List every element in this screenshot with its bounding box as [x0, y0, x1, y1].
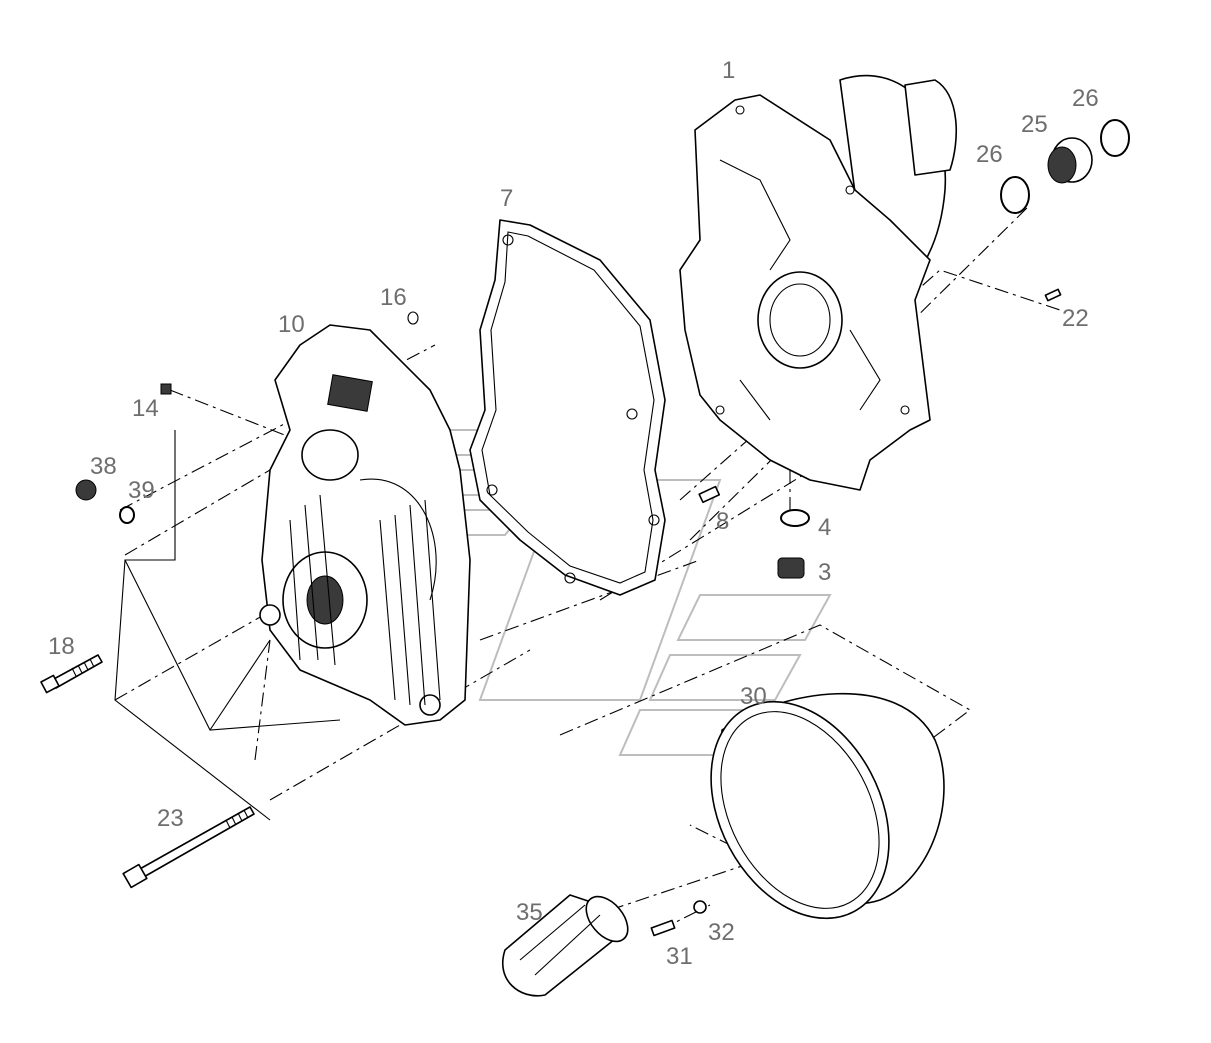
small-hardware — [40, 119, 1130, 937]
part-7-gasket — [469, 219, 666, 596]
part-1-housing — [679, 74, 958, 491]
callout-26-top: 26 — [1072, 85, 1099, 112]
callout-25: 25 — [1021, 111, 1048, 138]
callout-8: 8 — [716, 508, 729, 535]
callout-30: 30 — [740, 683, 767, 710]
callout-35: 35 — [516, 899, 543, 926]
callout-14: 14 — [132, 395, 159, 422]
callout-26: 26 — [976, 141, 1003, 168]
callout-16: 16 — [380, 284, 407, 311]
callout-7: 7 — [500, 185, 513, 212]
callout-1: 1 — [722, 57, 735, 84]
callout-22: 22 — [1062, 305, 1089, 332]
callout-labels: 1 26 25 26 7 16 22 10 14 38 39 8 4 3 18 … — [48, 57, 1099, 970]
part-35-cone-cap — [502, 894, 629, 997]
part-30-cylinder — [710, 692, 945, 920]
callout-18: 18 — [48, 633, 75, 660]
callout-31: 31 — [666, 943, 693, 970]
callout-23: 23 — [157, 805, 184, 832]
callout-39: 39 — [128, 477, 155, 504]
callout-32: 32 — [708, 919, 735, 946]
callout-4: 4 — [818, 514, 831, 541]
part-10-cover — [259, 324, 471, 726]
callout-3: 3 — [818, 559, 831, 586]
callout-10: 10 — [278, 311, 305, 338]
callout-38: 38 — [90, 453, 117, 480]
